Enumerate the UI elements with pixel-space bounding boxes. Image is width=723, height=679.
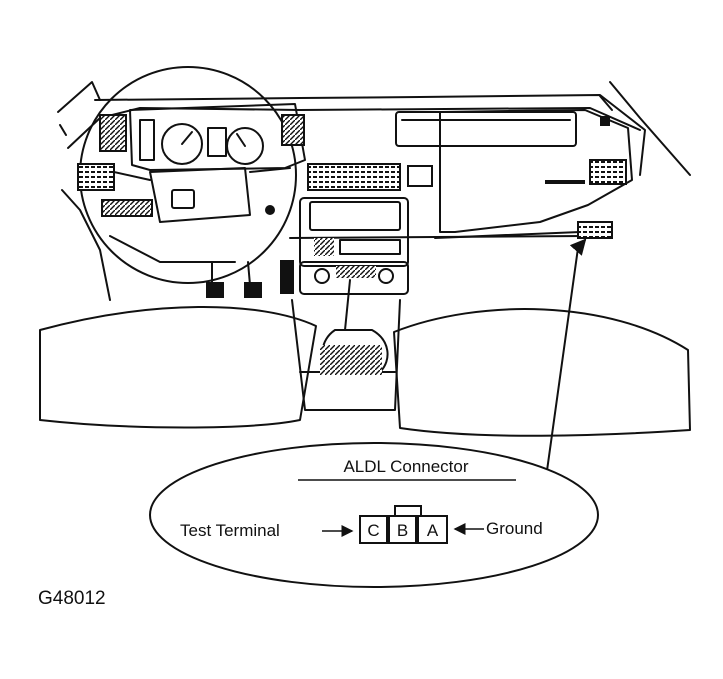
aldl-under-dash <box>577 221 613 239</box>
figure-id: G48012 <box>38 588 106 609</box>
right-vent <box>589 159 627 185</box>
callout-title: ALDL Connector <box>343 457 468 476</box>
left-a-pillar-inner <box>59 124 67 136</box>
corner-screw <box>600 116 610 126</box>
center-console <box>291 299 401 411</box>
hazard-button <box>407 165 433 187</box>
left-a-pillar <box>57 81 101 113</box>
pin-b-label: B <box>397 521 408 540</box>
pin-c-box <box>359 515 388 544</box>
connector-latch <box>394 505 422 517</box>
dash-left-edge <box>61 189 111 301</box>
climate-display <box>339 239 401 255</box>
pin-a-box <box>417 515 448 544</box>
passenger-seat <box>393 308 691 437</box>
passenger-dash-panel <box>439 109 633 233</box>
center-vent <box>307 163 401 191</box>
right-a-pillar <box>609 81 691 176</box>
dash-face-top <box>67 107 641 149</box>
pin-a-label: A <box>427 521 439 540</box>
left-switch-bank <box>99 114 127 152</box>
aldl-connector <box>359 505 448 544</box>
right-switch-bank <box>281 114 305 146</box>
radio-slot <box>309 201 401 231</box>
dash-top <box>94 94 646 176</box>
right-a-pillar-inner <box>599 95 613 111</box>
shift-boot-fill <box>320 345 382 375</box>
pin-c-label: C <box>367 521 379 540</box>
instrument-cluster <box>129 103 306 171</box>
dash-tray <box>395 111 577 147</box>
shift-lever <box>344 279 351 331</box>
pin-b-box <box>388 515 417 544</box>
speedometer <box>161 123 203 165</box>
test-terminal-label: Test Terminal <box>180 521 280 540</box>
driver-seat <box>39 305 317 429</box>
clutch-pedal <box>206 282 224 298</box>
gas-pedal <box>280 260 294 294</box>
ground-label: Ground <box>486 519 543 538</box>
glove-latch <box>545 180 585 184</box>
brake-pedal <box>244 282 262 298</box>
left-vent <box>77 163 115 191</box>
steering-column <box>109 235 236 263</box>
under-dash-line <box>289 235 586 239</box>
center-stack-lower <box>299 261 409 295</box>
steering-hub <box>149 167 251 223</box>
